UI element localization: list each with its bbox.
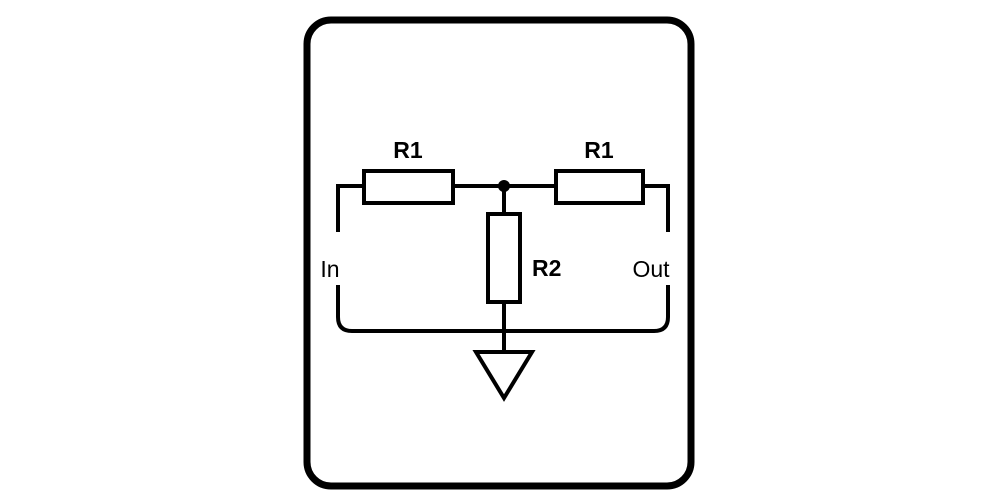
wire-common-return (336, 285, 670, 333)
ground-icon (472, 350, 536, 402)
label-r2: R2 (532, 255, 561, 281)
label-output-terminal: Out (632, 256, 670, 282)
diagram-frame (303, 16, 695, 490)
wire-in-top (336, 184, 364, 232)
resistor-r2 (486, 212, 522, 304)
resistor-r1-right (554, 169, 645, 205)
wire-out-top (643, 184, 670, 232)
label-r1-right: R1 (584, 137, 614, 163)
label-r1-left: R1 (393, 137, 423, 163)
resistor-r1-left (362, 169, 455, 205)
label-input-terminal: In (320, 256, 339, 282)
